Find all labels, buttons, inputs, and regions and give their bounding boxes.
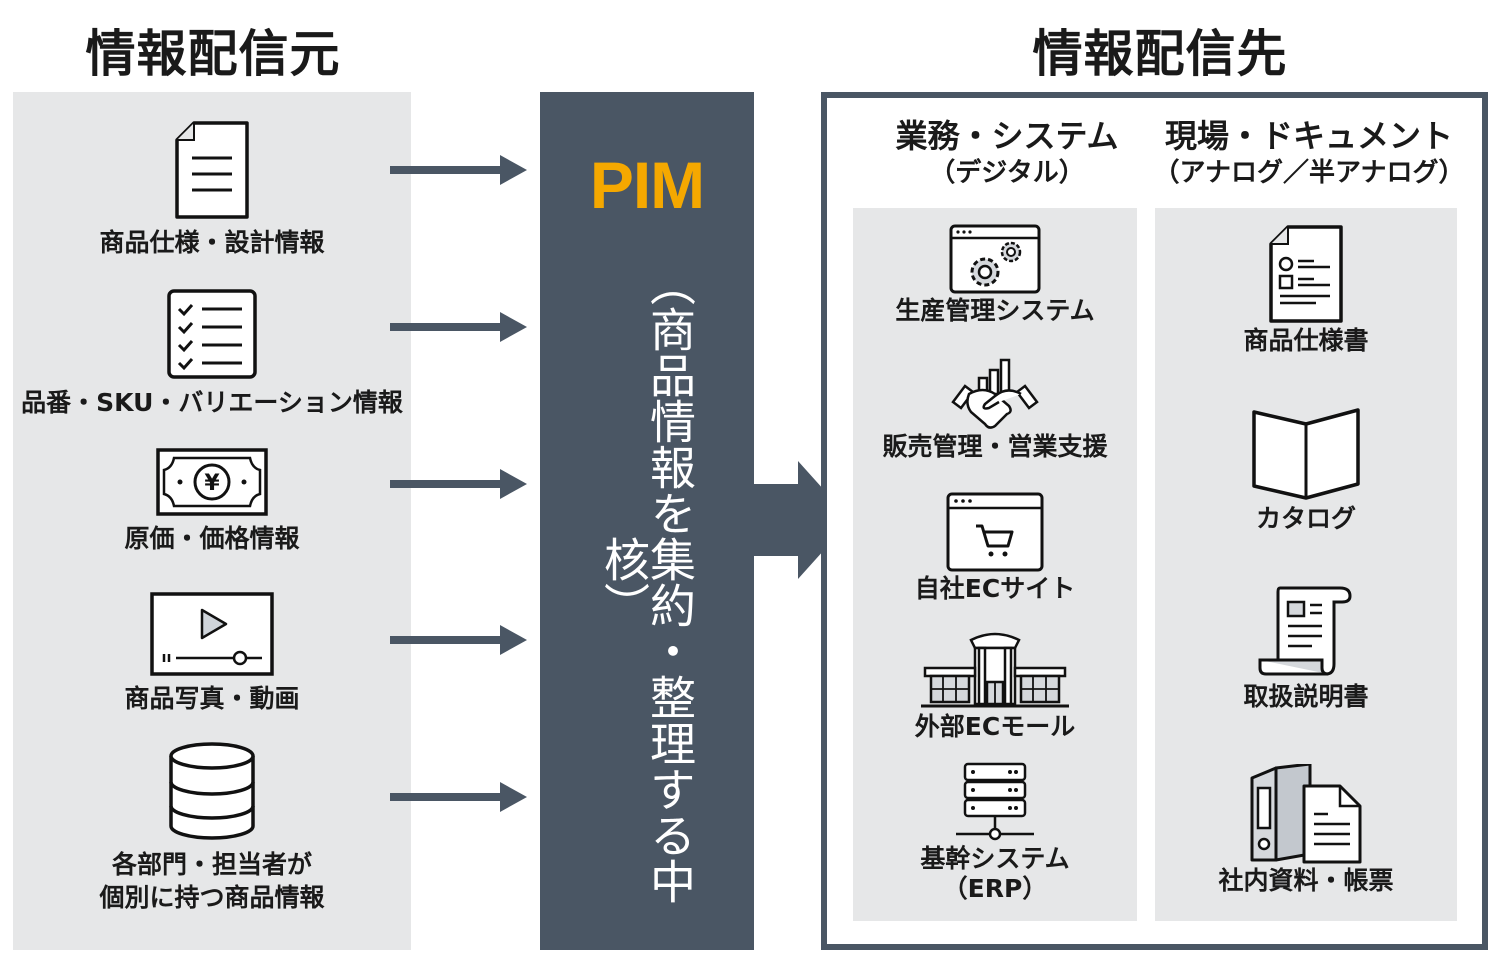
manual-scroll-icon (1258, 586, 1352, 676)
destination-item-label-line2: （ERP） (942, 874, 1048, 903)
yen-banknote-icon: ¥ (156, 448, 268, 516)
source-title: 情報配信元 (85, 25, 341, 83)
spec-sheet-icon (1269, 225, 1343, 323)
pim-subtitle-wrap: （商品情報を集約・整理する中核） (540, 232, 754, 932)
source-item-label: 原価・価格情報 (124, 524, 300, 553)
input-arrow (390, 782, 527, 812)
handshake-chart-icon (951, 358, 1039, 429)
video-player-icon (150, 592, 274, 676)
open-book-icon (1252, 408, 1360, 500)
source-item-media: 商品写真・動画 (13, 592, 411, 715)
destination-title: 情報配信先 (1032, 25, 1288, 83)
destination-item-label: カタログ (1255, 504, 1356, 533)
source-item-label-line1: 各部門・担当者が (111, 850, 312, 879)
destination-item: 取扱説明書 (1155, 584, 1457, 712)
database-icon (169, 742, 255, 840)
source-item-sku: 品番・SKU・バリエーション情報 (13, 288, 411, 419)
input-arrow (390, 469, 527, 499)
analog-column: 商品仕様書 カタログ 取扱説明書 (1155, 208, 1457, 921)
source-item-spec: 商品仕様・設計情報 (13, 120, 411, 259)
pim-subtitle: （商品情報を集約・整理する中核） (597, 260, 697, 904)
column-heading: 現場・ドキュメント (1164, 117, 1453, 155)
destination-item: 販売管理・営業支援 (853, 356, 1137, 462)
destination-item: 自社ECサイト (853, 492, 1137, 604)
input-arrow (390, 625, 527, 655)
column-heading-analog: 現場・ドキュメント （アナログ／半アナログ） (1149, 116, 1469, 190)
source-item-price: ¥ 原価・価格情報 (13, 448, 411, 555)
binder-document-icon (1250, 764, 1362, 864)
source-item-label: 品番・SKU・バリエーション情報 (21, 388, 403, 417)
checklist-icon (167, 289, 257, 379)
destination-item-label: 生産管理システム (895, 296, 1095, 325)
source-item-scattered: 各部門・担当者が 個別に持つ商品情報 (13, 742, 411, 914)
column-heading-digital: 業務・システム （デジタル） (857, 116, 1157, 190)
svg-text:¥: ¥ (204, 471, 220, 496)
destination-item: 商品仕様書 (1155, 224, 1457, 356)
destination-frame: 業務・システム （デジタル） 現場・ドキュメント （アナログ／半アナログ） 生産… (821, 92, 1488, 950)
column-heading: 業務・システム (895, 117, 1119, 155)
gear-window-icon (949, 224, 1041, 294)
source-item-label: 商品写真・動画 (124, 684, 300, 713)
pim-hub: PIM （商品情報を集約・整理する中核） (540, 92, 754, 950)
digital-column: 生産管理システム 販売管理・営業支援 (853, 208, 1137, 921)
cart-window-icon (946, 492, 1044, 572)
destination-item-label: 商品仕様書 (1243, 326, 1369, 355)
column-subheading: （アナログ／半アナログ） (1153, 158, 1465, 188)
destination-item-label: 社内資料・帳票 (1218, 866, 1394, 895)
mall-building-icon (921, 632, 1069, 708)
destination-item-label-line1: 基幹システム (920, 844, 1070, 873)
column-subheading: （デジタル） (929, 158, 1085, 188)
input-arrow (390, 312, 527, 342)
output-arrow (754, 461, 851, 579)
destination-item-label: 取扱説明書 (1243, 682, 1369, 711)
destination-item: 基幹システム （ERP） (853, 762, 1137, 904)
source-item-label: 商品仕様・設計情報 (99, 228, 325, 257)
source-panel: 商品仕様・設計情報 品番・SKU・バリエーション情報 ¥ 原価・価格情報 (13, 92, 411, 950)
destination-item-label: 販売管理・営業支援 (882, 432, 1108, 461)
input-arrow (390, 155, 527, 185)
destination-item: カタログ (1155, 406, 1457, 534)
destination-item-label: 自社ECサイト (914, 574, 1076, 603)
source-item-label-line2: 個別に持つ商品情報 (99, 883, 325, 912)
destination-item: 外部ECモール (853, 628, 1137, 742)
destination-item-label: 外部ECモール (914, 712, 1076, 741)
destination-item: 生産管理システム (853, 224, 1137, 326)
pim-label: PIM (589, 148, 705, 222)
document-icon (175, 121, 249, 219)
server-icon (956, 762, 1034, 841)
destination-item: 社内資料・帳票 (1155, 764, 1457, 896)
